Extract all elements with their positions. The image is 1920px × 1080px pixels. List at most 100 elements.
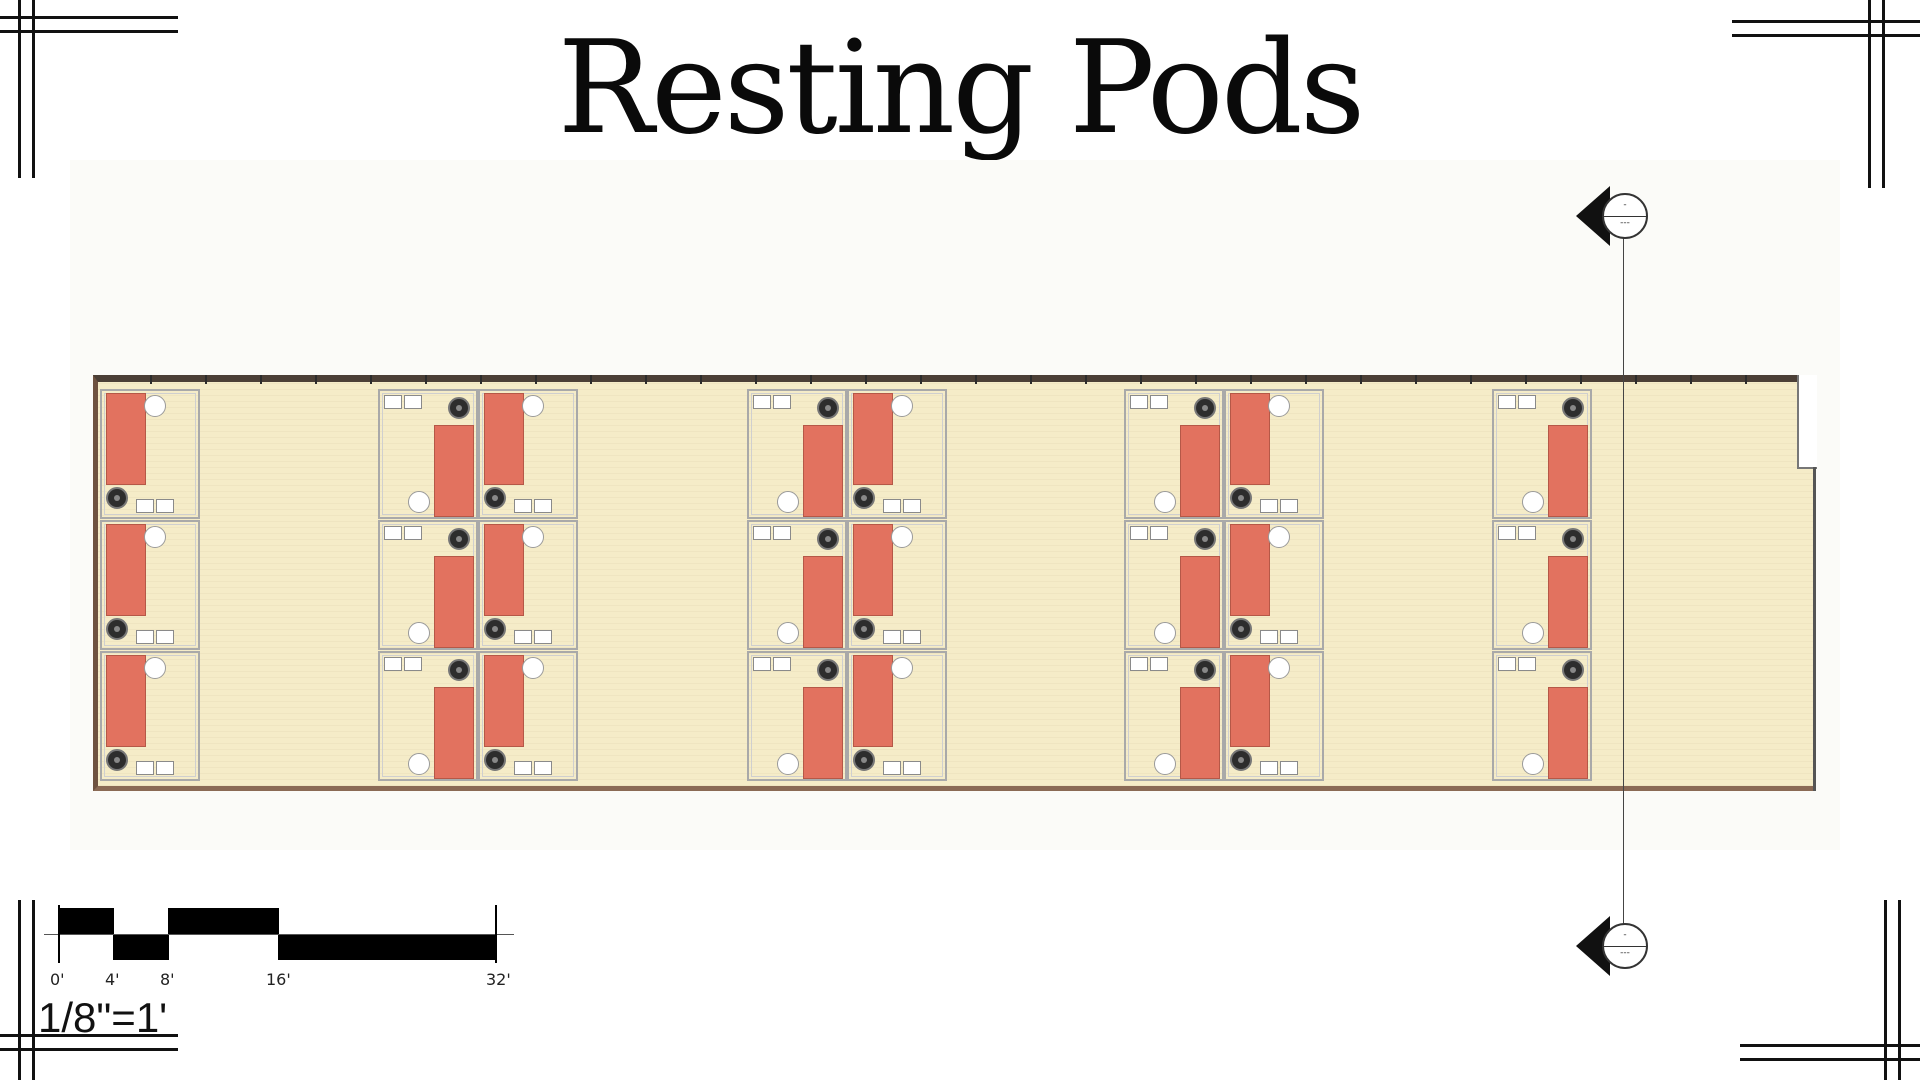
side-table bbox=[514, 499, 532, 513]
wall-tick bbox=[370, 375, 372, 384]
section-marker-top-label: - bbox=[1623, 200, 1627, 210]
lamp-circle bbox=[1522, 753, 1544, 775]
stool bbox=[106, 618, 128, 640]
side-table bbox=[1260, 630, 1278, 644]
lamp-circle bbox=[144, 526, 166, 548]
stool bbox=[853, 487, 875, 509]
resting-pod bbox=[378, 520, 478, 650]
wall-tick bbox=[205, 375, 207, 384]
side-table bbox=[773, 526, 791, 540]
scale-bar-segment bbox=[168, 908, 279, 934]
bed bbox=[853, 524, 893, 616]
wall-tick bbox=[315, 375, 317, 384]
lamp-circle bbox=[891, 395, 913, 417]
lamp-circle bbox=[777, 622, 799, 644]
wall-tick bbox=[1470, 375, 1472, 384]
side-table bbox=[753, 395, 771, 409]
stool bbox=[1562, 659, 1584, 681]
bed bbox=[803, 687, 843, 779]
side-table bbox=[1280, 499, 1298, 513]
stool bbox=[1562, 528, 1584, 550]
stool bbox=[853, 618, 875, 640]
wall-tick bbox=[1415, 375, 1417, 384]
stool bbox=[1194, 659, 1216, 681]
resting-pod bbox=[378, 389, 478, 519]
stool bbox=[1194, 397, 1216, 419]
wall-tick bbox=[260, 375, 262, 384]
wall-tick bbox=[810, 375, 812, 384]
resting-pod bbox=[1124, 520, 1224, 650]
side-table bbox=[156, 761, 174, 775]
lamp-circle bbox=[408, 491, 430, 513]
side-table bbox=[384, 657, 402, 671]
resting-pod bbox=[747, 389, 847, 519]
side-table bbox=[1498, 526, 1516, 540]
wall-tick bbox=[1525, 375, 1527, 384]
bed bbox=[434, 556, 474, 648]
bed bbox=[106, 393, 146, 485]
side-table bbox=[136, 630, 154, 644]
stool bbox=[484, 487, 506, 509]
side-table bbox=[404, 657, 422, 671]
wall-tick bbox=[1745, 375, 1747, 384]
resting-pod bbox=[478, 520, 578, 650]
side-table bbox=[404, 395, 422, 409]
bed bbox=[1548, 425, 1588, 517]
resting-pod bbox=[1124, 389, 1224, 519]
side-table bbox=[514, 630, 532, 644]
side-table bbox=[1130, 395, 1148, 409]
stool bbox=[106, 749, 128, 771]
bed bbox=[853, 655, 893, 747]
lamp-circle bbox=[1522, 622, 1544, 644]
section-marker-bottom: - --- bbox=[1576, 908, 1656, 998]
wall-tick bbox=[755, 375, 757, 384]
side-table bbox=[1518, 395, 1536, 409]
lamp-circle bbox=[408, 622, 430, 644]
wall-tick bbox=[1195, 375, 1197, 384]
lamp-circle bbox=[891, 526, 913, 548]
wall-tick bbox=[1305, 375, 1307, 384]
stool bbox=[1194, 528, 1216, 550]
side-table bbox=[1150, 526, 1168, 540]
stool bbox=[106, 487, 128, 509]
bed bbox=[853, 393, 893, 485]
resting-pod bbox=[747, 520, 847, 650]
side-table bbox=[1130, 526, 1148, 540]
wall-tick bbox=[1635, 375, 1637, 384]
bed bbox=[484, 655, 524, 747]
lamp-circle bbox=[144, 395, 166, 417]
wall-tick bbox=[1085, 375, 1087, 384]
side-table bbox=[156, 630, 174, 644]
wall-tick bbox=[1140, 375, 1142, 384]
wall-tick bbox=[975, 375, 977, 384]
side-table bbox=[1150, 657, 1168, 671]
resting-pod bbox=[747, 651, 847, 781]
side-table bbox=[1498, 395, 1516, 409]
resting-pod bbox=[100, 651, 200, 781]
resting-pod bbox=[100, 389, 200, 519]
stool bbox=[853, 749, 875, 771]
lamp-circle bbox=[1268, 657, 1290, 679]
plan-corner-notch bbox=[1797, 375, 1817, 469]
resting-pod bbox=[378, 651, 478, 781]
wall-tick bbox=[1690, 375, 1692, 384]
section-cut-line bbox=[1623, 220, 1624, 930]
side-table bbox=[1280, 761, 1298, 775]
side-table bbox=[773, 657, 791, 671]
side-table bbox=[534, 499, 552, 513]
bed bbox=[484, 393, 524, 485]
wall-tick bbox=[480, 375, 482, 384]
stool bbox=[1230, 487, 1252, 509]
resting-pod bbox=[1492, 651, 1592, 781]
resting-pod bbox=[1492, 520, 1592, 650]
side-table bbox=[136, 499, 154, 513]
side-table bbox=[1498, 657, 1516, 671]
side-table bbox=[883, 499, 901, 513]
side-table bbox=[1150, 395, 1168, 409]
wall-tick bbox=[865, 375, 867, 384]
wall-tick bbox=[645, 375, 647, 384]
resting-pod bbox=[478, 651, 578, 781]
stool bbox=[1230, 618, 1252, 640]
scale-tick-label: 0' bbox=[50, 970, 65, 989]
side-table bbox=[384, 395, 402, 409]
